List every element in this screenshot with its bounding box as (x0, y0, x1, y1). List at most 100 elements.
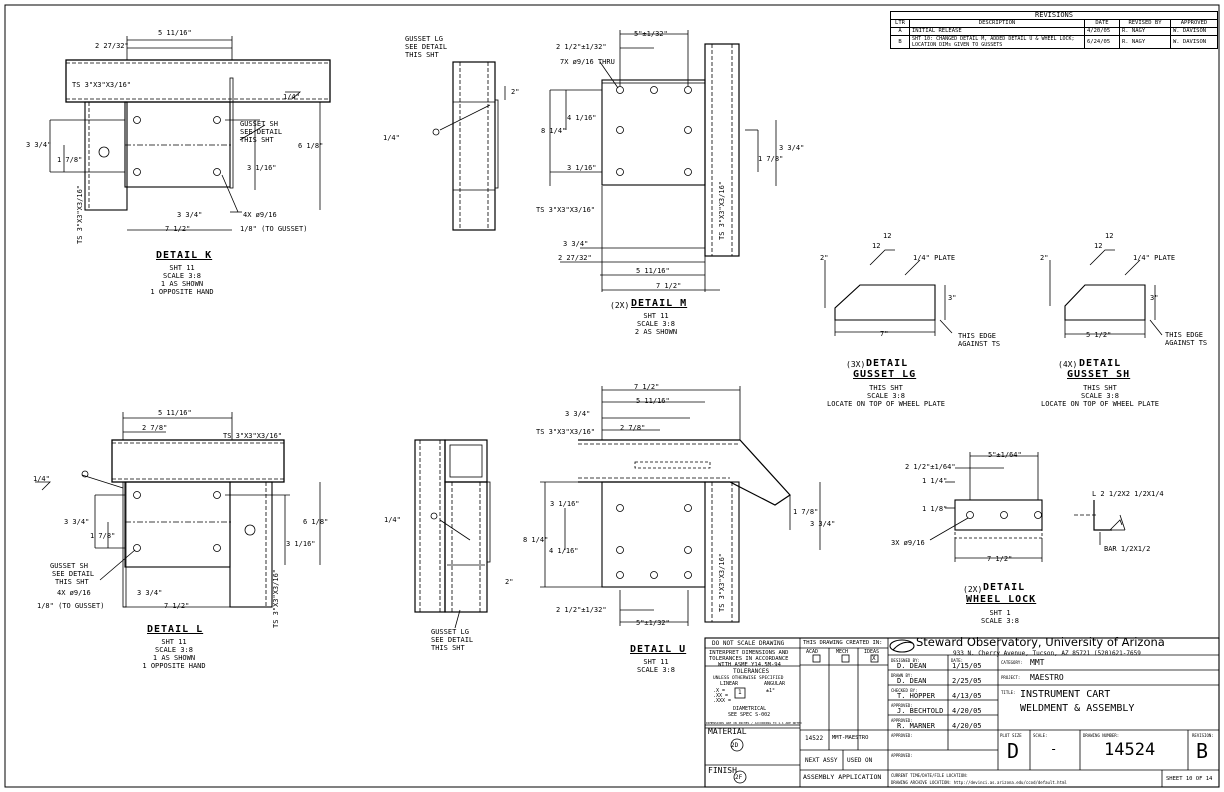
dim-label: 2 1/2"±1/32" (556, 606, 607, 614)
gusset-note: THIS SHT (55, 578, 89, 586)
designed-by-label: DESIGNED BY: (891, 658, 920, 663)
plate-label: 1/4" PLATE (1133, 254, 1176, 262)
org-name: Steward Observatory, University of Arizo… (916, 635, 1165, 649)
dim-label: 3 1/16" (567, 164, 597, 172)
dim-label: 1 7/8" (57, 156, 83, 164)
dim-label: 8 1/4" (541, 127, 567, 135)
detail-m-geometry (432, 30, 777, 292)
dim-label: 2" (511, 88, 520, 96)
revisions-title: REVISIONS (890, 11, 1218, 20)
bar-label: BAR 1/2X1/2 (1104, 545, 1151, 553)
weld-label: 1/4" (33, 475, 50, 483)
drawn-date: 2/25/05 (952, 677, 982, 685)
detail-note: SHT 11 (169, 264, 195, 272)
detail-title: GUSSET SH (1067, 369, 1131, 380)
gusset-note: THIS SHT (405, 51, 439, 59)
designed-date: 1/15/05 (952, 662, 982, 670)
dim-label: 3 3/4" (565, 410, 591, 418)
approved-label: APPROVED: (891, 733, 913, 738)
cad-mech: MECH (836, 649, 849, 655)
unless-note: UNLESS OTHERWISE SPECIFIED (713, 676, 784, 681)
dim-label: 7 1/2" (634, 383, 660, 391)
gusset-note: SEE DETAIL (431, 636, 474, 644)
see-spec: SEE SPEC S-002 (728, 712, 771, 718)
detail-u-geometry (414, 386, 821, 629)
linear-label: LINEAR (720, 681, 739, 687)
detail-note: 2 AS SHOWN (634, 328, 678, 336)
revision-label: REVISION: (1192, 733, 1214, 738)
detail-note: SCALE 3:8 (637, 666, 675, 674)
dim-label: 1 7/8" (793, 508, 819, 516)
dim-label: 2 27/32" (95, 42, 129, 50)
detail-note: 1 OPPOSITE HAND (150, 288, 214, 296)
detail-note: SHT 11 (161, 638, 187, 646)
material-label: MATERIAL (708, 727, 747, 736)
ts-label: TS 3"X3"X3/16" (223, 432, 283, 440)
detail-note: 1 AS SHOWN (160, 280, 204, 288)
rev-header-description: DESCRIPTION (909, 19, 1085, 28)
edge-note: THIS EDGE (958, 332, 996, 340)
rev-header-revised-by: REVISED BY (1119, 19, 1171, 28)
project: MAESTRO (1030, 673, 1064, 682)
archive-location: DRAWING ARCHIVE LOCATION: http://devinci… (891, 780, 1067, 785)
rev-description: INITIAL RELEASE (909, 27, 1085, 36)
weld-label: 1/4" (383, 134, 400, 142)
angle-label: L 2 1/2X2 1/2X1/4 (1092, 490, 1164, 498)
ts-label: TS 3"X3"X3/16" (536, 428, 596, 436)
tol-angular: ±1° (766, 688, 776, 694)
slope-label: 12 (1105, 232, 1114, 240)
detail-note: SCALE 3:8 (867, 392, 905, 400)
dim-label: 4 1/16" (549, 547, 579, 555)
angular-label: ANGULAR (764, 681, 786, 687)
drawing-title: WELDMENT & ASSEMBLY (1020, 703, 1135, 714)
drawn-by: D. DEAN (897, 677, 927, 685)
dim-label: 3 3/4" (26, 141, 52, 149)
scale-label: SCALE: (1033, 733, 1048, 738)
detail-title: GUSSET LG (853, 369, 917, 380)
dim-label: 3 3/4" (810, 520, 836, 528)
dim-label: 7 1/2" (164, 602, 190, 610)
detail-prefix: (4X) (1058, 360, 1078, 369)
rev-revised-by: R. NAGY (1119, 35, 1171, 49)
detail-note: THIS SHT (869, 384, 903, 392)
dim-label: 3 1/16" (550, 500, 580, 508)
dim-label: 4X ø9/16 (243, 211, 277, 219)
cad-acad: ACAD (806, 649, 819, 655)
dim-label: 7 1/2" (987, 555, 1013, 563)
edge-note: AGAINST TS (958, 340, 1001, 348)
revisions-table: REVISIONS LTR DESCRIPTION DATE REVISED B… (890, 11, 1218, 49)
dim-label: 2" (1040, 254, 1049, 262)
dim-label: 2 7/8" (620, 424, 646, 432)
title-block-lines (704, 637, 1220, 788)
detail-note: 1 OPPOSITE HAND (142, 662, 206, 670)
next-assy-number: 14522 (805, 735, 824, 742)
rev-header-ltr: LTR (890, 19, 910, 28)
table-row: A INITIAL RELEASE 4/20/05 R. NAGY W. DAV… (890, 27, 1218, 36)
dim-label: 7 1/2" (656, 282, 682, 290)
dim-label: 3 3/4" (563, 240, 589, 248)
dim-label: 5 11/16" (636, 267, 670, 275)
tol-box: 1 (738, 689, 742, 696)
rev-description: SHT 10: CHANGED DETAIL M, ADDED DETAIL U… (909, 35, 1085, 49)
rev-approved: W. DAVISON (1170, 27, 1218, 36)
detail-note: SHT 11 (643, 658, 669, 666)
rev-header-date: DATE (1084, 19, 1120, 28)
dim-label: 5"±1/32" (634, 30, 668, 38)
rev-header-approved: APPROVED (1170, 19, 1218, 28)
detail-note: LOCATE ON TOP OF WHEEL PLATE (1040, 400, 1160, 408)
slope-label: 12 (872, 242, 881, 250)
gusset-note: GUSSET LG (431, 628, 469, 636)
diametrical-label: DIAMETRICAL (733, 706, 767, 712)
approved-1-date: 4/20/05 (952, 707, 982, 715)
date-label: DATE: (951, 658, 964, 663)
gusset-note: SEE DETAIL (240, 128, 283, 136)
dim-label: 8 1/4" (523, 536, 549, 544)
detail-title: DETAIL (1079, 358, 1122, 369)
created-in-label: THIS DRAWING CREATED IN: (803, 640, 883, 646)
next-assy-name: MMT-MAESTRO (832, 735, 869, 741)
dim-label: 5 1/2" (1086, 331, 1112, 339)
plate-label: 1/4" PLATE (913, 254, 956, 262)
dim-label: 3 3/4" (177, 211, 203, 219)
dim-label: 4X ø9/16 (57, 589, 91, 597)
